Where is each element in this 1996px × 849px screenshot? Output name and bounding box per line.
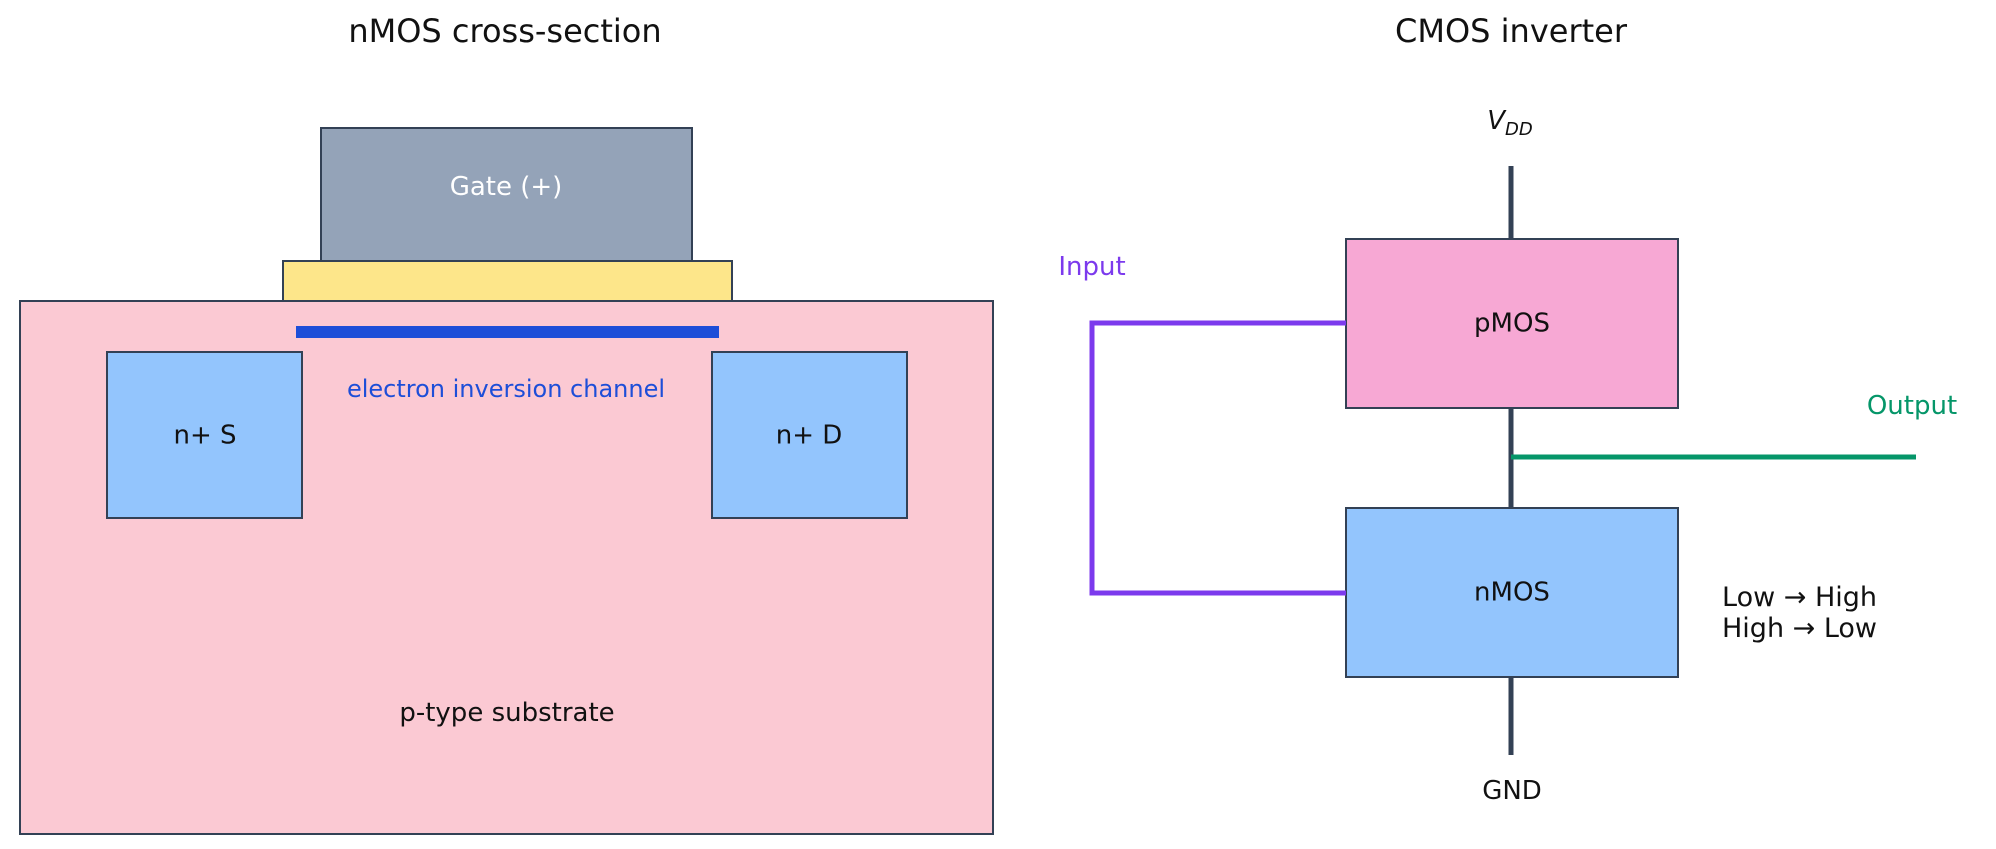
input-label: Input [1058, 252, 1125, 282]
source-label: n+ S [173, 421, 236, 451]
pmos-block [1345, 238, 1679, 409]
output-label: Output [1867, 391, 1957, 421]
inversion-channel [296, 326, 719, 338]
drain-region [711, 351, 908, 519]
nmos-cross-section: nMOS cross-section Gate (+) electron inv… [19, 12, 994, 835]
vdd-subscript: DD [1505, 119, 1533, 140]
truth-line-1: Low → High [1722, 582, 1877, 613]
channel-label: electron inversion channel [347, 375, 665, 403]
vdd-main: V [1487, 106, 1507, 136]
nmos-label: nMOS [1474, 578, 1550, 608]
drain-label: n+ D [776, 421, 843, 451]
right-panel-title: CMOS inverter [1395, 12, 1628, 50]
substrate-label: p-type substrate [399, 698, 614, 728]
source-region [106, 351, 303, 519]
vdd-label: VDD [1487, 106, 1533, 140]
gate-label: Gate (+) [450, 172, 563, 202]
gate-oxide [282, 260, 733, 302]
pmos-label: pMOS [1474, 309, 1550, 339]
gnd-label: GND [1482, 776, 1542, 806]
truth-line-2: High → Low [1722, 613, 1877, 644]
cmos-inverter: CMOS inverter VDD pMOS Output nMOS GND I… [1058, 12, 1957, 806]
gate-electrode [320, 127, 693, 262]
input-wire [1089, 320, 1346, 596]
left-panel-title: nMOS cross-section [348, 12, 661, 50]
